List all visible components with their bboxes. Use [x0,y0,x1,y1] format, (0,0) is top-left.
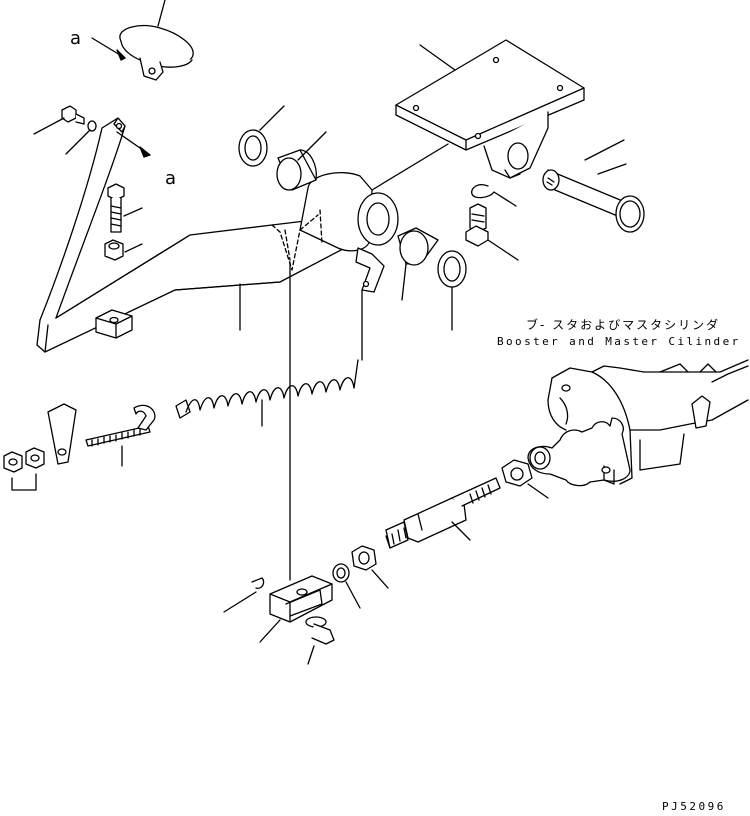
rod-washer [333,564,360,608]
booster-master-cylinder [528,360,748,486]
spring-lever [356,248,384,292]
rod-nuts [4,448,44,490]
stopper-block [96,310,132,338]
booster-label-english: Booster and Master Cilinder [497,335,741,348]
pedal-arm [37,118,360,352]
seal-ring-top [239,106,284,166]
push-rod [386,478,500,548]
pedal-bolt [34,106,96,154]
pedal-bracket [372,40,584,190]
snap-ring [472,185,516,206]
clevis-pin [306,617,334,664]
adjuster-rod [86,405,155,466]
view-a-label-middle: a [165,168,177,189]
pedal-pad [92,0,193,80]
booster-label-japanese: ブ- スタおよびマスタシリンダ [526,318,721,332]
rod-plate [48,404,76,464]
pedal-pin [543,140,644,232]
drawing-code: PJ52096 [662,800,726,813]
seal-ring-lower [438,251,466,330]
booster-lock-nut [502,460,548,498]
bushing-lower [398,228,438,300]
cotter-pin [224,578,264,612]
rod-jam-nut [352,546,388,588]
arm-bolt [105,184,142,260]
pedal-hub [272,173,398,270]
return-spring [176,360,358,426]
bushing [277,132,326,190]
bracket-bolt [466,204,518,260]
clevis [260,576,332,642]
view-a-label-top: a [70,28,82,49]
